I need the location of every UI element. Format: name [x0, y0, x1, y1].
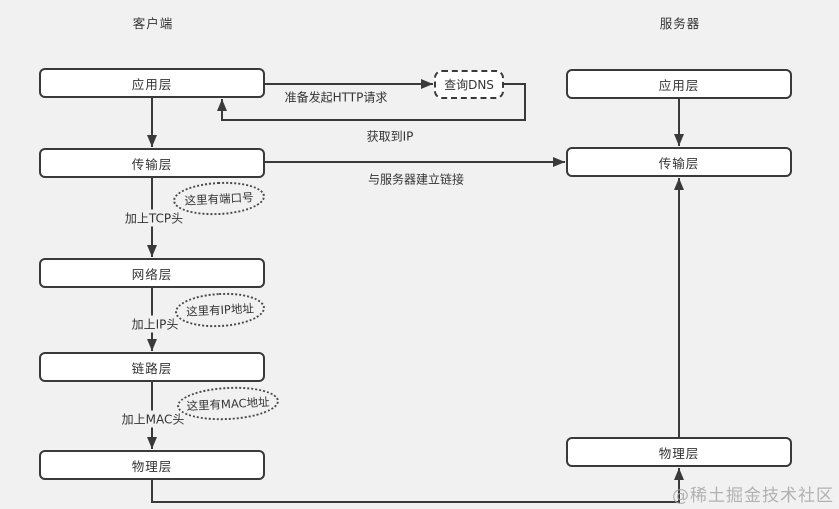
client-network-layer-box: 网络层	[39, 258, 265, 288]
client-physical-layer-box: 物理层	[39, 450, 265, 480]
server-transport-layer-box: 传输层	[566, 147, 792, 177]
client-link-layer-box: 链路层	[39, 352, 265, 382]
edge-label-add-ip-header: 加上IP头	[128, 315, 182, 333]
juejin-watermark: @稀土掘金技术社区	[672, 486, 834, 506]
edge-label-got-ip: 获取到IP	[363, 127, 417, 145]
client-transport-layer-box: 传输层	[39, 148, 265, 178]
edge-client-physical-to-server-physical	[151, 468, 684, 503]
client-column-title: 客户端	[132, 16, 174, 31]
query-dns-box: 查询DNS	[434, 70, 504, 99]
edge-label-prepare-http: 准备发起HTTP请求	[281, 88, 391, 106]
server-physical-layer-box: 物理层	[566, 437, 792, 467]
edge-label-add-tcp-header: 加上TCP头	[121, 209, 187, 227]
edge-label-add-mac-header: 加上MAC头	[118, 410, 188, 428]
server-application-layer-box: 应用层	[566, 69, 792, 99]
edge-label-establish-connection: 与服务器建立链接	[364, 170, 468, 188]
server-column-title: 服务器	[659, 16, 701, 31]
edge-dns-back-to-app	[217, 83, 526, 121]
client-application-layer-box: 应用层	[39, 68, 265, 98]
